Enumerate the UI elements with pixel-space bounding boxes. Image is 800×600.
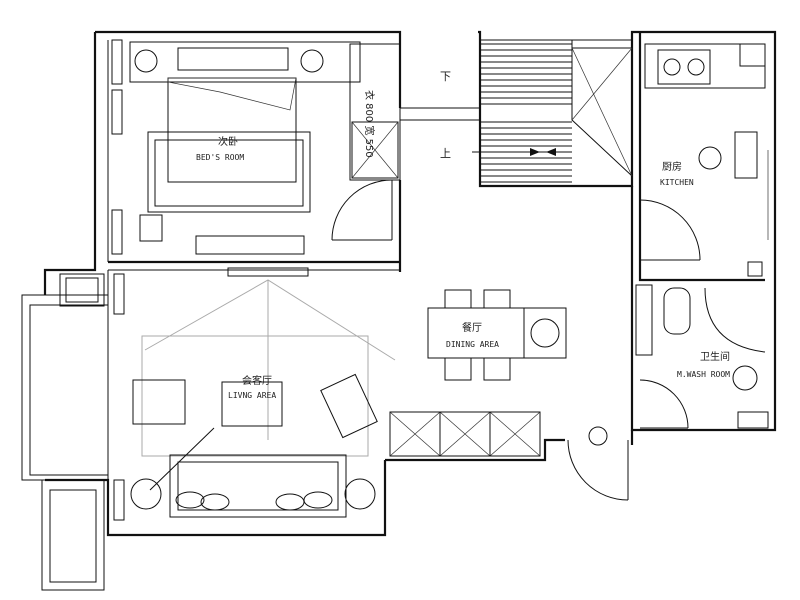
tv-cabinet xyxy=(195,235,305,255)
lounge-chair xyxy=(320,373,378,439)
dining-label-cn: 餐厅 xyxy=(462,321,482,334)
stove xyxy=(657,49,711,85)
toilet xyxy=(663,287,691,335)
chair xyxy=(139,214,163,242)
bedroom: 衣 800 宽 550 次卧 BED'S ROOM xyxy=(111,39,401,255)
tv-unit xyxy=(227,267,309,277)
chair xyxy=(483,289,511,309)
person-icon xyxy=(698,146,722,170)
entry-door xyxy=(567,426,629,501)
bedroom-label-en: BED'S ROOM xyxy=(196,153,244,162)
staircase: 下 上 xyxy=(440,39,633,187)
bathroom-label-cn: 卫生间 xyxy=(700,350,730,363)
wardrobe xyxy=(349,43,401,181)
chair xyxy=(444,289,472,309)
nightstand-lamp xyxy=(300,49,324,73)
burner xyxy=(663,58,681,76)
bedroom-label-cn: 次卧 xyxy=(218,135,238,148)
cabinet xyxy=(389,411,541,457)
washer xyxy=(59,273,105,307)
person-icon xyxy=(588,426,608,446)
chair xyxy=(483,357,511,381)
bed xyxy=(167,77,297,183)
side-table xyxy=(130,478,162,510)
side-table xyxy=(344,478,376,510)
door-swing xyxy=(639,199,701,261)
sink xyxy=(734,131,758,179)
bathroom: 卫生间 M.WASH ROOM xyxy=(635,284,769,429)
kitchen: 厨房 KITCHEN xyxy=(639,43,769,277)
kitchen-label-en: KITCHEN xyxy=(660,178,694,187)
dining-label-en: DINING AREA xyxy=(446,340,499,349)
door-swing xyxy=(639,379,689,429)
nightstand-lamp xyxy=(134,49,158,73)
stairs-up-label: 上 xyxy=(440,147,451,160)
bathroom-label-en: M.WASH ROOM xyxy=(677,370,730,379)
wardrobe-note: 衣 800 宽 550 xyxy=(363,90,376,158)
coffee-table xyxy=(221,381,283,427)
radiator xyxy=(111,39,123,85)
door-swing xyxy=(331,179,393,241)
living-area: 会客厅 LIVNG AREA xyxy=(59,267,396,521)
living-label-en: LIVNG AREA xyxy=(228,391,276,400)
dining-area: 餐厅 DINING AREA xyxy=(389,289,567,457)
basin xyxy=(732,365,758,391)
armchair xyxy=(132,379,186,425)
pillow xyxy=(177,47,289,71)
burner xyxy=(687,58,705,76)
chair xyxy=(444,357,472,381)
outer-walls xyxy=(21,30,777,591)
kitchen-label-cn: 厨房 xyxy=(662,160,682,173)
stairs-down-label: 下 xyxy=(440,70,451,83)
headboard xyxy=(129,41,361,83)
living-label-cn: 会客厅 xyxy=(242,374,272,387)
sofa xyxy=(169,454,347,518)
